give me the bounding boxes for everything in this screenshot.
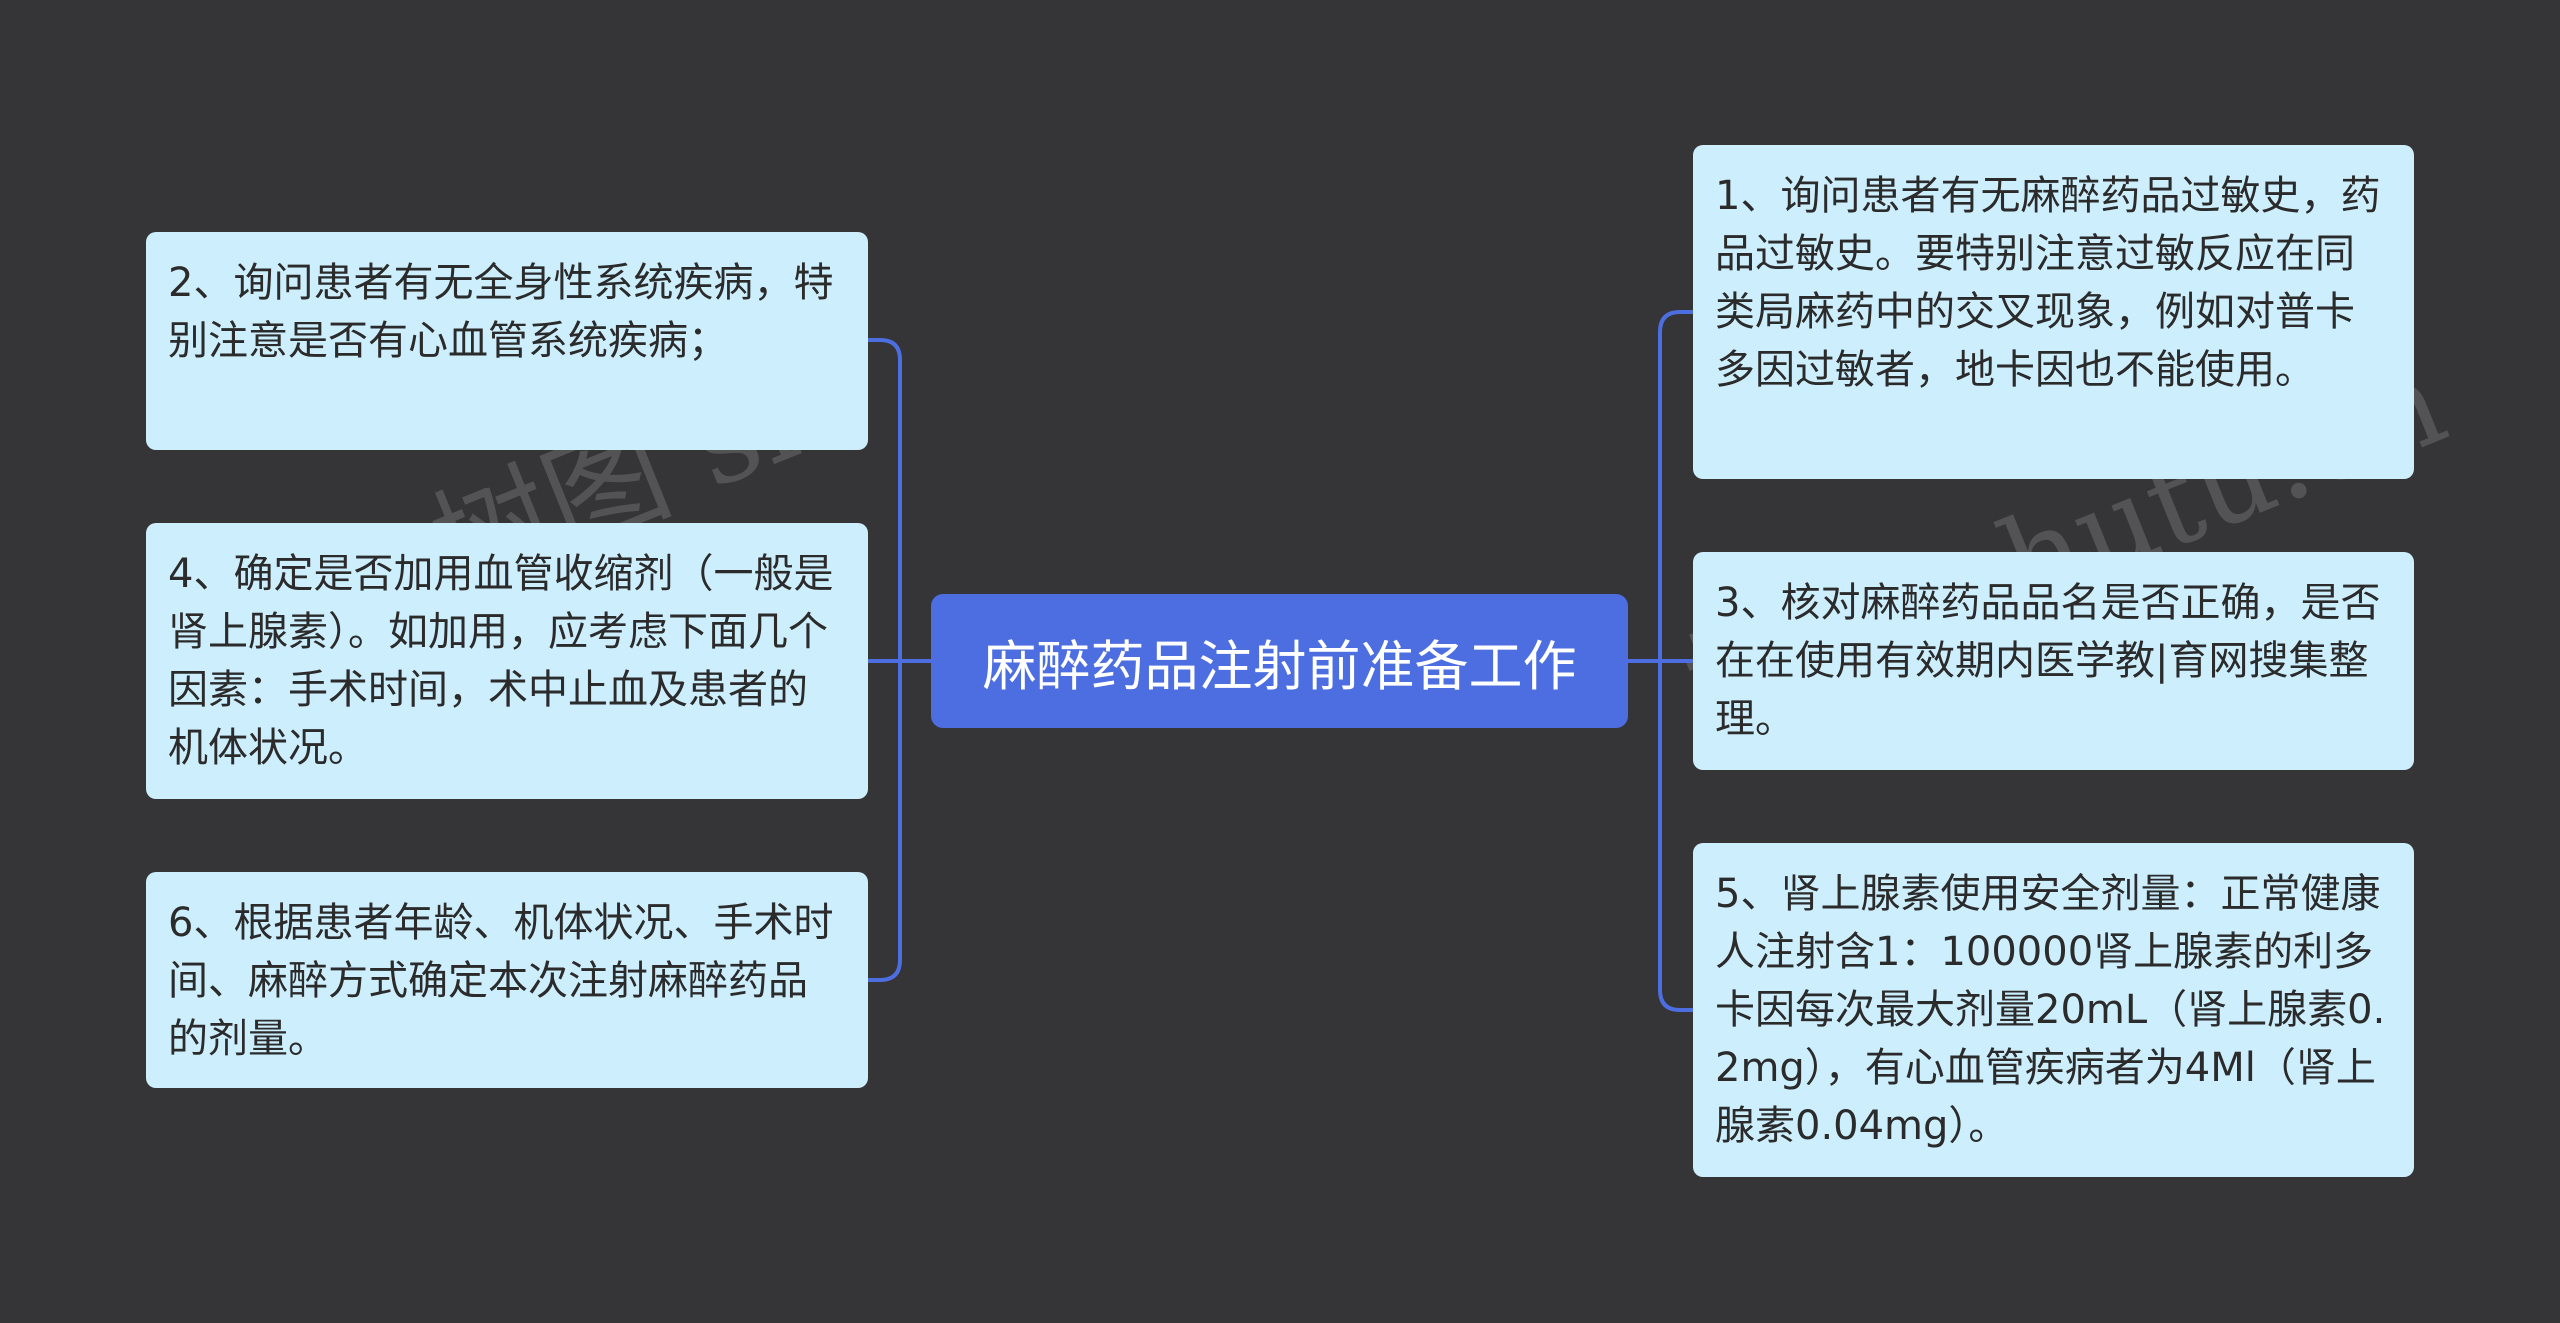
topic-node-6-text: 6、根据患者年龄、机体状况、手术时间、麻醉方式确定本次注射麻醉药品的剂量。 <box>168 900 834 1062</box>
topic-node-2[interactable]: 2、询问患者有无全身性系统疾病，特别注意是否有心血管系统疾病； <box>146 232 868 450</box>
root-topic[interactable]: 麻醉药品注射前准备工作 <box>931 594 1628 728</box>
topic-node-5[interactable]: 5、肾上腺素使用安全剂量：正常健康人注射含1：100000肾上腺素的利多卡因每次… <box>1693 843 2414 1177</box>
topic-node-2-text: 2、询问患者有无全身性系统疾病，特别注意是否有心血管系统疾病； <box>168 260 834 364</box>
topic-node-1[interactable]: 1、询问患者有无麻醉药品过敏史，药品过敏史。要特别注意过敏反应在同类局麻药中的交… <box>1693 145 2414 479</box>
connector-to-node-1 <box>1658 310 1695 334</box>
topic-node-4-text: 4、确定是否加用血管收缩剂（一般是肾上腺素）。如加用，应考虑下面几个因素：手术时… <box>168 551 834 771</box>
topic-node-4[interactable]: 4、确定是否加用血管收缩剂（一般是肾上腺素）。如加用，应考虑下面几个因素：手术时… <box>146 523 868 799</box>
topic-node-6[interactable]: 6、根据患者年龄、机体状况、手术时间、麻醉方式确定本次注射麻醉药品的剂量。 <box>146 872 868 1088</box>
connector-to-node-6 <box>866 958 902 982</box>
topic-node-3[interactable]: 3、核对麻醉药品品名是否正确，是否在在使用有效期内医学教|育网搜集整理。 <box>1693 552 2414 770</box>
topic-node-3-text: 3、核对麻醉药品品名是否正确，是否在在使用有效期内医学教|育网搜集整理。 <box>1715 580 2381 742</box>
connector-to-node-2 <box>866 338 902 362</box>
root-topic-label: 麻醉药品注射前准备工作 <box>982 634 1577 698</box>
topic-node-1-text: 1、询问患者有无麻醉药品过敏史，药品过敏史。要特别注意过敏反应在同类局麻药中的交… <box>1715 173 2381 393</box>
connector-to-node-5 <box>1658 988 1695 1012</box>
topic-node-5-text: 5、肾上腺素使用安全剂量：正常健康人注射含1：100000肾上腺素的利多卡因每次… <box>1715 871 2386 1149</box>
